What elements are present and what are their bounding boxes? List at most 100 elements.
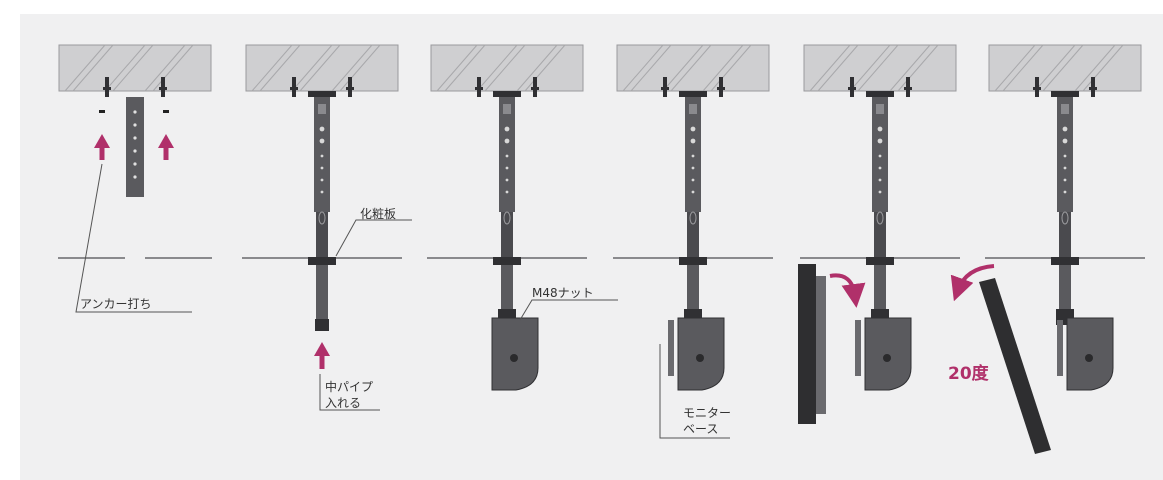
nut-leader (519, 299, 618, 321)
ceiling-slab (988, 44, 1142, 92)
ceiling-slab (616, 44, 770, 92)
monitor-base-plate (668, 320, 674, 376)
ceiling-hatch (476, 44, 518, 92)
ceiling-hatch (889, 44, 931, 92)
cover-plate (679, 257, 707, 265)
ceiling-hatch (1042, 44, 1084, 92)
bracket-hole (133, 110, 137, 114)
ceiling-hatch (630, 44, 672, 92)
ceiling-hatch (299, 44, 341, 92)
anchor-bolt-washer (103, 87, 111, 90)
pipe-bolt-hole (877, 126, 883, 132)
pipe-hole (878, 154, 882, 158)
anchor-bolt-washer (717, 87, 725, 90)
arrow-up-inner-pipe (314, 342, 330, 356)
ceiling-plate (1051, 91, 1079, 97)
bracket-hole (133, 162, 137, 166)
pipe-oval-slot (1061, 211, 1069, 225)
upper-pipe (1057, 97, 1073, 212)
ceiling-slab (430, 44, 584, 92)
pipe-oval-slot (876, 211, 884, 225)
inner-pipe (874, 212, 886, 259)
lower-pipe (1059, 265, 1071, 317)
ceiling-hatch (104, 44, 146, 92)
pipe-bolt-hole (319, 126, 325, 132)
ceiling-plate (866, 91, 894, 97)
anchor-bolt-washer (290, 87, 298, 90)
pipe-bolt-hole (504, 126, 510, 132)
pipe-oval-slot (503, 211, 511, 225)
anchor-hole-mark (163, 110, 169, 113)
pipe-hole (1063, 178, 1067, 182)
anchor-bolt-washer (1089, 87, 1097, 90)
ceiling-hatch (809, 44, 851, 92)
pipe-hole (505, 154, 509, 158)
pipe-bolt-hole (877, 138, 883, 144)
mount-pivot (696, 354, 704, 362)
cover-plate (493, 257, 521, 265)
upper-pipe (685, 97, 701, 212)
pipe-hole (691, 166, 695, 170)
anchor-bolt-washer (661, 87, 669, 90)
ceiling-bracket (126, 97, 144, 197)
ceiling-hatch (72, 44, 114, 92)
pipe-hole (878, 178, 882, 182)
anchor-bolt-washer (346, 87, 354, 90)
monitor-base-leader (659, 344, 730, 439)
ceiling-slab (245, 44, 399, 92)
bracket-hole (133, 175, 137, 179)
ceiling-plate (679, 91, 707, 97)
pipe-hole (691, 178, 695, 182)
pipe-slot (503, 104, 511, 114)
curved-arrow-tilt (950, 264, 995, 302)
upper-pipe (314, 97, 330, 212)
inner-pipe-lower (316, 265, 328, 319)
ceiling-hatch (1074, 44, 1116, 92)
ceiling-hatch (64, 44, 106, 92)
bracket-hole (133, 123, 137, 127)
lower-pipe (874, 265, 886, 317)
monitor-panel (798, 264, 816, 424)
inner-pipe (687, 212, 699, 259)
upper-pipe (499, 97, 515, 212)
step-2 (242, 44, 402, 331)
ceiling-hatch (670, 44, 712, 92)
pipe-hole (505, 178, 509, 182)
ceiling-hatch (339, 44, 381, 92)
cover-plate-label: 化粧板 (360, 207, 397, 221)
ceiling-hatch (516, 44, 558, 92)
upper-pipe (872, 97, 888, 212)
pipe-hole (320, 166, 324, 170)
ceiling-hatch (710, 44, 752, 92)
nut-label: M48ナット (532, 286, 594, 300)
cover-plate (308, 257, 336, 265)
monitor-base-plate (1057, 320, 1063, 376)
inner-pipe-leader (319, 374, 380, 411)
pipe-oval-slot (318, 211, 326, 225)
ceiling-hatch (994, 44, 1036, 92)
ceiling-hatch (1002, 44, 1044, 92)
pipe-bolt-hole (1062, 138, 1068, 144)
anchor-hole-mark (99, 110, 105, 113)
monitor-rear-plate (816, 276, 826, 414)
ceiling-hatch (152, 44, 194, 92)
mount-pivot (883, 354, 891, 362)
ceiling-hatch (702, 44, 744, 92)
arrow-up-right (158, 134, 174, 148)
ceiling-hatch (849, 44, 891, 92)
cover-plate-leader (335, 219, 412, 257)
installation-steps-illustration (58, 44, 1145, 454)
curved-arrow-hang (829, 273, 866, 308)
cover-plate (866, 257, 894, 265)
mount-head (1066, 317, 1114, 391)
arrow-up-left (94, 134, 110, 148)
cover-plate (1051, 257, 1079, 265)
ceiling-hatch (251, 44, 293, 92)
pipe-bolt-hole (504, 138, 510, 144)
anchor-label: アンカー打ち (80, 297, 152, 311)
mount-head (864, 317, 912, 391)
pipe-slot (876, 104, 884, 114)
ceiling-hatch (436, 44, 478, 92)
step-5 (798, 44, 960, 424)
mount-head (677, 317, 725, 391)
